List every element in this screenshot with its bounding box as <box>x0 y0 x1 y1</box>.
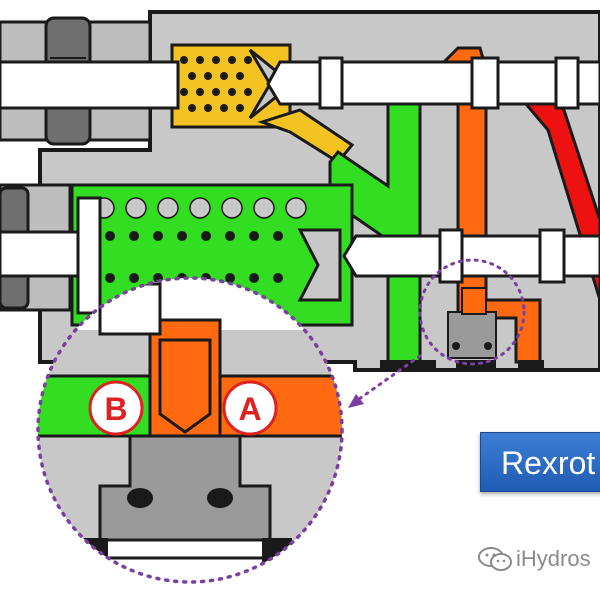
lower-spool-stem <box>0 230 82 278</box>
upper-spool-stem <box>0 60 180 110</box>
port-a-label: A <box>238 391 261 427</box>
brand-banner: Rexrot <box>480 432 600 492</box>
lower-spring-coils-dots <box>105 231 283 283</box>
chat-bubbles-icon <box>478 547 512 571</box>
magnified-detail-ring <box>36 276 344 584</box>
small-check-body <box>447 311 497 359</box>
upper-spring-coils <box>180 56 252 112</box>
upper-pilot-passage <box>257 108 355 164</box>
port-b-badge <box>88 380 144 436</box>
watermark-text: iHydros <box>516 546 591 571</box>
magnified-detail <box>38 278 342 582</box>
magnify-arrow <box>350 354 422 406</box>
lower-poppet <box>297 228 342 302</box>
lower-spring-coils-top <box>93 197 307 219</box>
upper-spool-rod <box>266 60 600 106</box>
port-a-badge <box>222 380 278 436</box>
detail-marker-ring <box>418 258 526 366</box>
port-b-label: B <box>104 391 127 427</box>
watermark: iHydros <box>478 544 591 574</box>
